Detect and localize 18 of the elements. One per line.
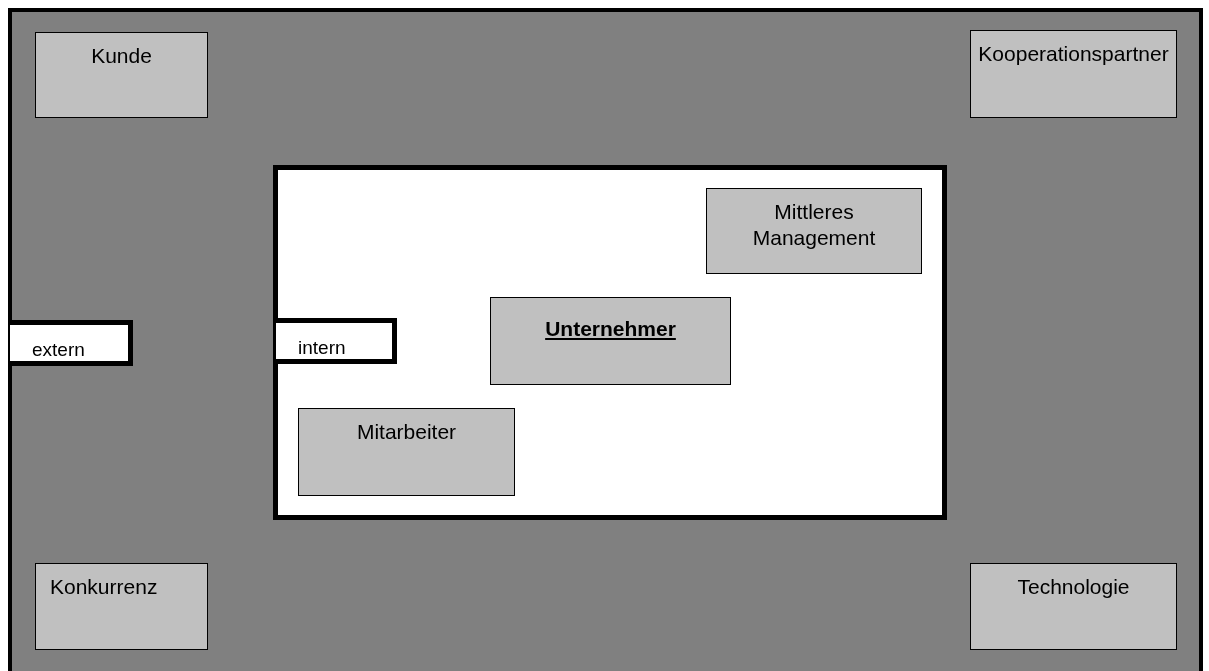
box-label: Technologie [1016, 574, 1131, 600]
entity-box [970, 563, 1177, 650]
entity-box [35, 563, 208, 650]
box-label: Mittleres Management [751, 199, 877, 251]
entity-box [35, 32, 208, 118]
box-label: Mitarbeiter [355, 419, 458, 445]
inner-panel [273, 165, 947, 520]
box-label: Unternehmer [544, 316, 677, 342]
outer-panel [8, 8, 1203, 671]
box-label: Kunde [90, 43, 153, 69]
box-label: Konkurrenz [49, 574, 159, 600]
tab-label: extern [10, 320, 133, 366]
tab-label: intern [276, 318, 397, 364]
entity-box [490, 297, 731, 385]
entity-box [970, 30, 1177, 118]
box-label: Kooperationspartner [977, 41, 1170, 67]
entity-box [706, 188, 922, 274]
entity-box [298, 408, 515, 496]
